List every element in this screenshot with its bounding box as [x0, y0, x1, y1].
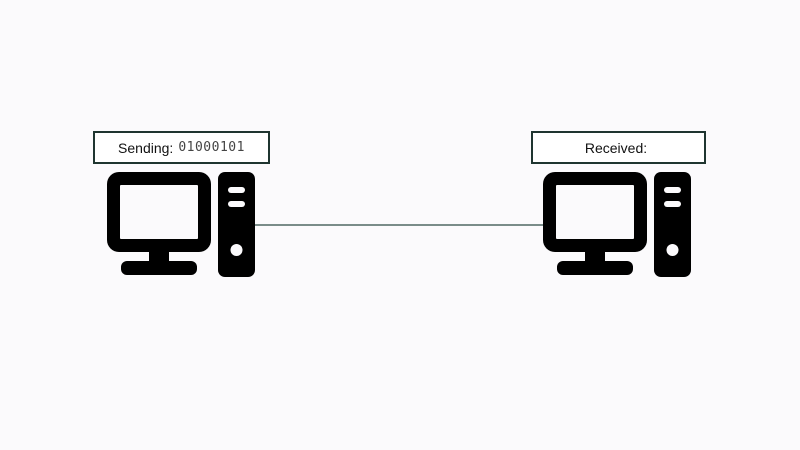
receiver-computer-icon: [543, 172, 691, 277]
sending-label-box: Sending: 01000101: [93, 131, 270, 164]
sending-bits: 01000101: [178, 140, 245, 155]
sender-computer-icon: [107, 172, 255, 277]
sending-label: Sending:: [118, 139, 174, 156]
received-label: Received:: [584, 139, 648, 156]
received-label-box: Received:: [531, 131, 706, 164]
